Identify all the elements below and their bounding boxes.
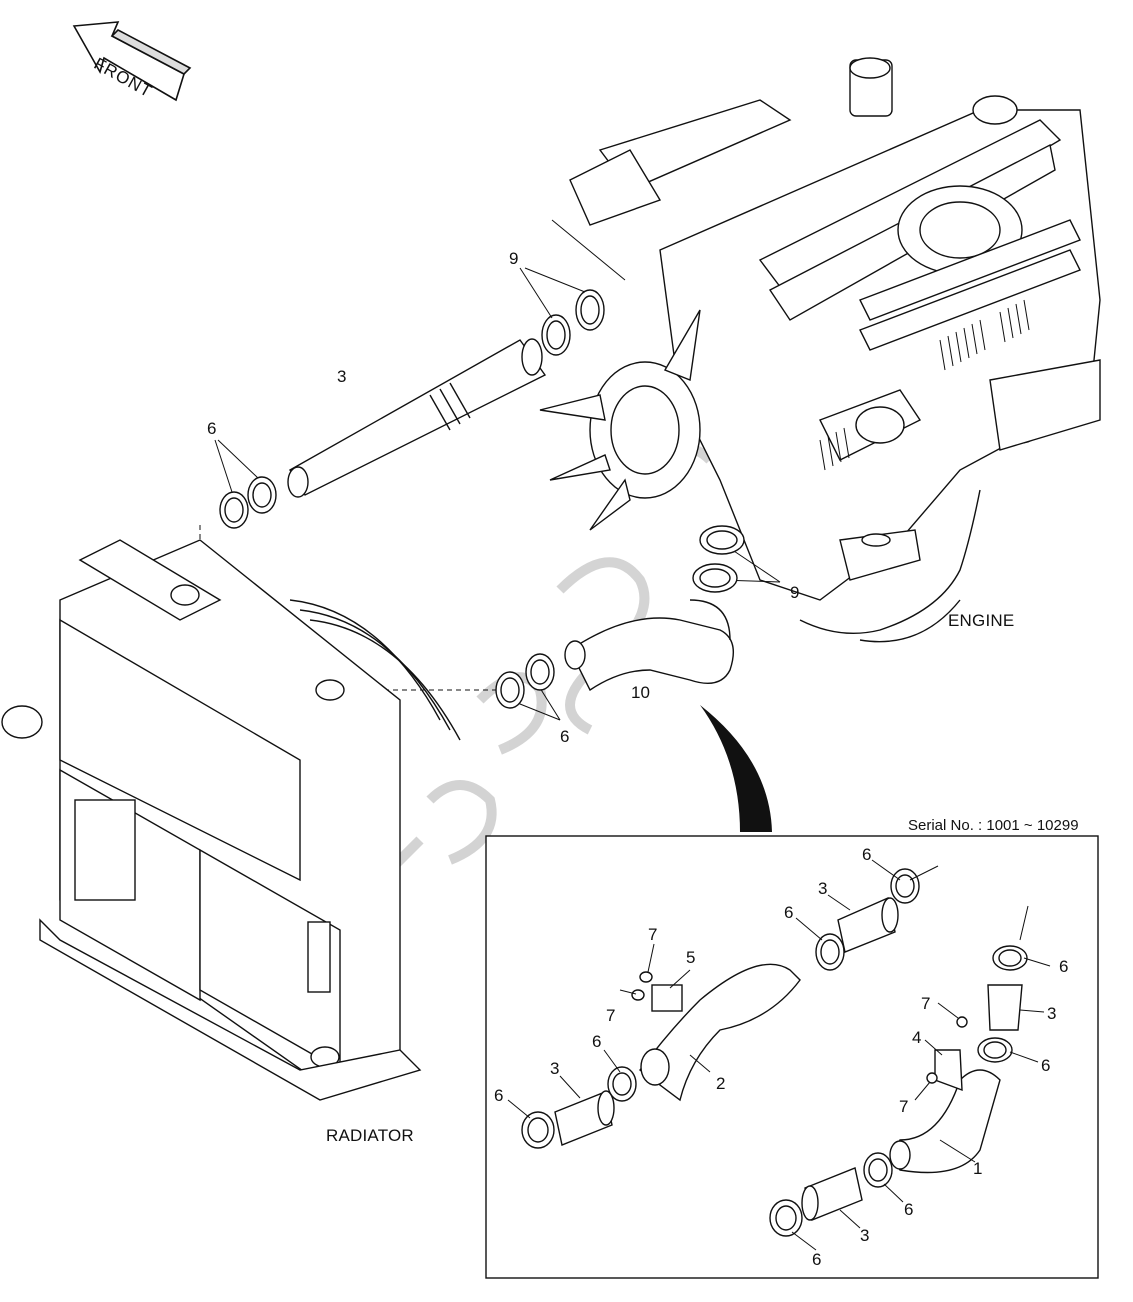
- inset-callout-5: 5: [686, 948, 696, 967]
- inset-callout-6f: 6: [1041, 1056, 1051, 1075]
- engine-drawing: [539, 57, 1101, 643]
- callout-9-top: 9: [509, 249, 519, 268]
- clamps-6-upper: [219, 476, 277, 529]
- callout-6-top: 6: [207, 419, 217, 438]
- inset-callout-3c: 3: [1047, 1004, 1057, 1023]
- inset-callout-2: 2: [716, 1074, 726, 1093]
- clamps-9-upper: [541, 289, 605, 356]
- engine-fins: [819, 299, 1030, 471]
- inset-callout-3a: 3: [818, 879, 828, 898]
- inset-callout-7d: 7: [899, 1097, 909, 1116]
- engine-label: ENGINE: [948, 611, 1015, 630]
- inset-callout-4: 4: [912, 1028, 922, 1047]
- callout-10: 10: [631, 683, 650, 702]
- inset-callout-6h: 6: [812, 1250, 822, 1269]
- hose-3-upper: [287, 338, 547, 498]
- front-arrow-icon: [72, 21, 192, 102]
- inset-callout-1: 1: [973, 1159, 983, 1178]
- serial-number-label: Serial No. : 1001 ~ 10299: [908, 817, 1079, 834]
- inset-callout-6c: 6: [592, 1032, 602, 1051]
- callout-9-mid: 9: [790, 583, 800, 602]
- callout-6-mid: 6: [560, 727, 570, 746]
- inset-callout-6g: 6: [904, 1200, 914, 1219]
- inset-callout-3d: 3: [860, 1226, 870, 1245]
- radiator-label: RADIATOR: [326, 1126, 414, 1145]
- radiator-drawing: [1, 539, 461, 1101]
- callout-3-top: 3: [337, 367, 347, 386]
- inset-callout-6a: 6: [862, 845, 872, 864]
- inset-callout-6d: 6: [494, 1086, 504, 1105]
- inset-parts: [521, 868, 1028, 1237]
- inset-callout-6e: 6: [1059, 957, 1069, 976]
- inset-callout-6b: 6: [784, 903, 794, 922]
- hose-10: [564, 599, 734, 692]
- inset-callout-7b: 7: [606, 1006, 616, 1025]
- inset-callout-3b: 3: [550, 1059, 560, 1078]
- clamps-9-mid: [692, 525, 745, 593]
- inset-callout-7c: 7: [921, 994, 931, 1013]
- clamps-6-mid: [495, 653, 555, 709]
- inset-callout-7a: 7: [648, 925, 658, 944]
- inset-pointer: [700, 705, 772, 832]
- inset-leaders: [507, 859, 1051, 1251]
